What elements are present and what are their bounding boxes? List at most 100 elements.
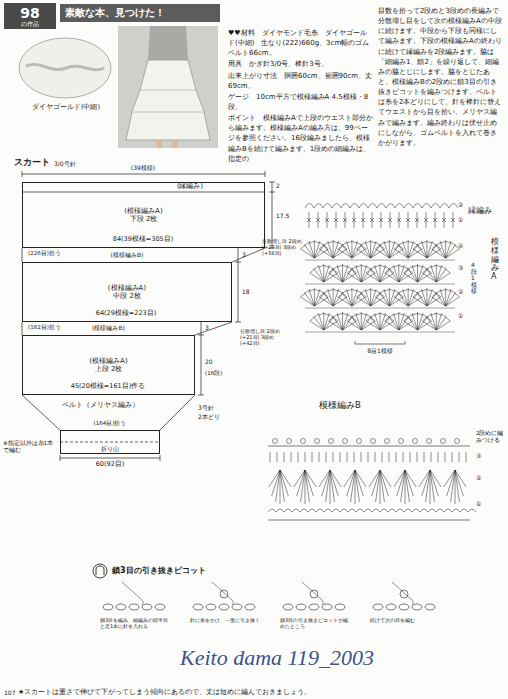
chain-stroke [385,314,413,322]
stitch-stroke [397,470,405,496]
stitch-stroke [394,470,405,487]
stitch-stroke [343,218,347,222]
chain-stroke [212,582,234,605]
stitch-stroke [418,265,423,282]
stitch-stroke [361,268,371,282]
stitch-stroke [424,452,425,462]
stitch-stroke [419,470,430,487]
annotation-label: (16段) [205,370,222,377]
chain-stroke [428,509,436,512]
annotation-label: 分散増し目 2段め(+21目) 3段め(+42目) [240,328,282,346]
stitch-stroke [301,297,315,306]
annotation-label: ★スカートは重さで伸びて下がってしまう傾向にあるので、丈は短めに編んでおきましょ… [18,688,311,696]
stitch-stroke [430,470,441,487]
stitch-stroke [405,470,409,502]
annotation-label: 3/0号針 [54,160,76,167]
stitch-stroke [403,452,404,462]
stitch-stroke [375,313,380,330]
yarn-strand [26,64,104,69]
stitch-stroke [393,313,398,330]
fold-line [60,442,160,443]
stitch-stroke [294,470,305,487]
picot-stroke [329,439,334,444]
stitch-stroke [436,268,446,282]
stitch-stroke [405,470,413,496]
stitch-stroke [431,452,432,462]
stitch-stroke [431,265,436,282]
stitch-stroke [398,312,399,330]
stitch-stroke [325,218,329,222]
picot-loop [220,590,228,598]
stitch-loop [322,604,332,610]
stitch-stroke [354,452,355,462]
annotation-label: 2 [276,182,280,189]
chain-stroke [431,204,440,209]
stitch-stroke [342,312,343,330]
stitch-stroke [314,244,324,258]
stitch-stroke [370,240,371,258]
stitch-stroke [284,452,285,462]
stitch-stroke [422,321,436,330]
stitch-stroke [356,265,361,282]
chain-stroke [413,290,441,298]
body-text: ポイント 模様編みAで上段のウエスト部分から編みます。模様編みAの編み方は、99… [228,113,373,164]
stitch-stroke [426,316,436,330]
stitch-stroke [379,218,383,222]
stitch-stroke [398,244,408,258]
annotation-label: ベルト（メリヤス編み） [62,401,139,409]
chain-stroke [452,509,460,512]
annotation-label: ① [458,216,463,223]
stitch-stroke [407,316,417,330]
annotation-label: ② [476,474,481,481]
chain-stroke [329,266,357,274]
stitch-stroke [417,264,418,282]
stitch-stroke [323,312,324,330]
node-text: 素敵な本、見つけた！ [65,7,165,19]
chain-stroke [444,509,452,512]
stitch-loop [206,604,216,610]
chain-stroke [300,242,328,250]
chart-base [268,520,470,521]
stitch-stroke [426,240,427,258]
stitch-stroke [342,264,343,282]
picot-stroke [413,439,418,444]
stitch-stroke [347,470,355,496]
annotation-label: 分散増し目 2段め(+27目) 3段め(+58目) [262,238,304,256]
stitch-stroke [322,470,330,496]
stitch-stroke [368,452,369,462]
stitch-stroke [430,470,434,502]
stitch-stroke [370,288,371,306]
chain-stroke [122,582,144,605]
stitch-stroke [380,470,384,502]
annotation-label: ダイヤゴールド(中細) [32,104,100,112]
stitch-stroke [352,218,356,222]
annotation-label: 鎖3目の引き抜きピコット [112,566,206,576]
stitch-stroke [351,268,361,282]
photo-blouse [148,26,188,60]
chain-stroke [292,509,300,512]
stitch-stroke [394,249,408,258]
stitch-stroke [346,241,351,258]
chain-stroke [316,509,324,512]
chain-stroke [310,314,338,322]
stitch-stroke [314,316,324,330]
annotation-label: 縁編み [468,206,492,216]
stitch-stroke [338,249,352,258]
annotation-label: 2本どり [198,413,220,420]
stitch-stroke [371,244,381,258]
skirt-schematic [22,171,275,461]
stitch-stroke [330,470,341,487]
stitch-stroke [376,249,390,258]
stitch-stroke [427,289,432,306]
stitch-stroke [451,218,455,222]
node-text: 下段 2枚 [130,215,158,223]
picot-loop [310,590,318,598]
stitch-stroke [442,218,446,222]
stitch-stroke [330,470,334,502]
picot-stroke [273,439,278,444]
stitch-stroke [324,265,329,282]
chain-stroke [420,509,428,512]
stitch-stroke [305,470,316,487]
stitch-stroke [352,289,357,306]
chain-stroke [356,509,364,512]
